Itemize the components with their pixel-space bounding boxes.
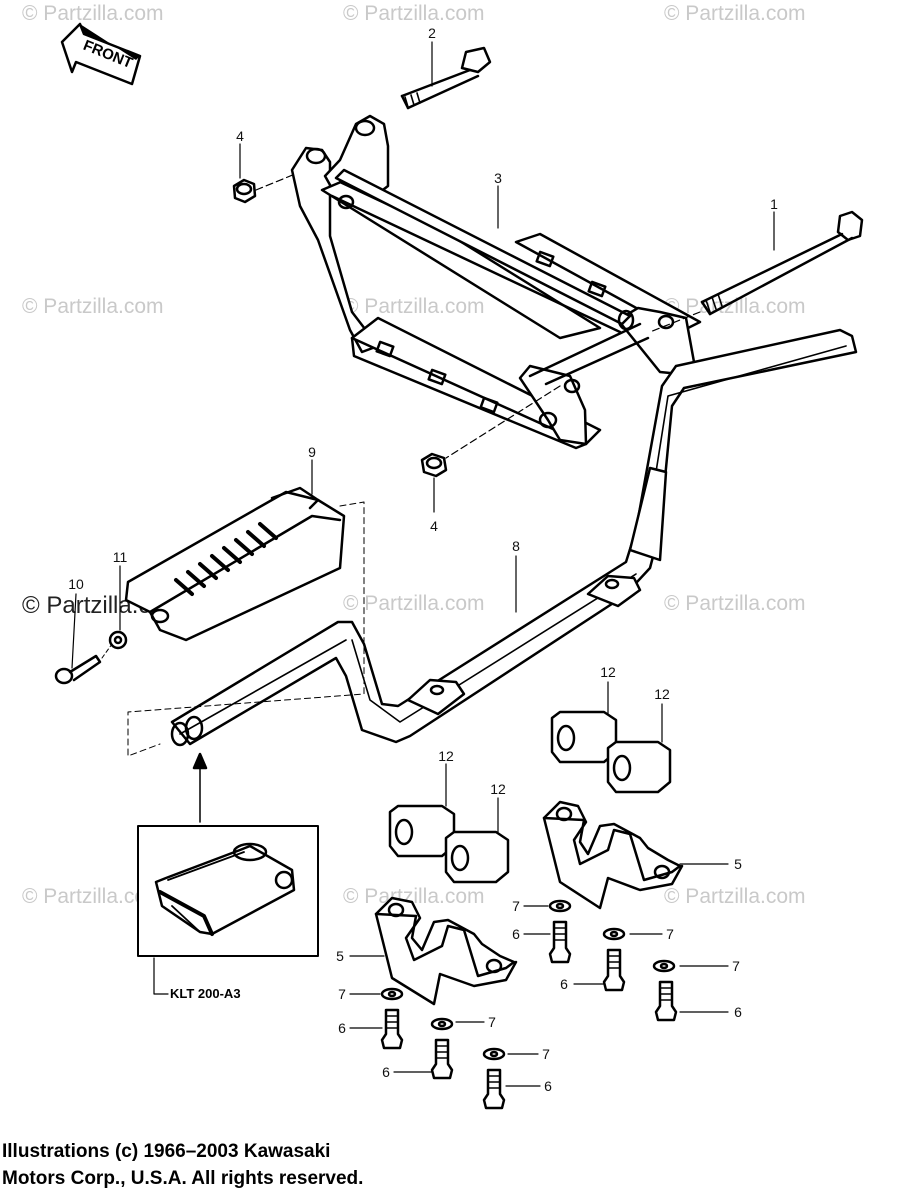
copyright-line-1: Illustrations (c) 1966–2003 Kawasaki bbox=[2, 1141, 331, 1162]
watermark: © Partzilla.com bbox=[343, 2, 485, 25]
bushing-12-icon bbox=[606, 740, 672, 794]
watermark: © Partzilla.com bbox=[343, 592, 485, 615]
lock-washer-7-icon bbox=[652, 959, 676, 973]
clamp-5-right bbox=[542, 800, 684, 910]
bolt-6-icon bbox=[380, 1008, 404, 1050]
nut-4-upper-icon bbox=[232, 178, 257, 204]
inset-model-label: KLT 200-A3 bbox=[170, 986, 241, 1001]
callout-12: 12 bbox=[600, 664, 616, 680]
footrest-rod-8 bbox=[170, 328, 858, 747]
callout-11: 11 bbox=[112, 549, 128, 565]
lock-washer-7-icon bbox=[430, 1017, 454, 1031]
lock-washer-7-icon bbox=[602, 927, 626, 941]
front-arrow-icon bbox=[60, 22, 142, 86]
watermark: © Partzilla.com bbox=[22, 295, 164, 318]
bushing-12-icon bbox=[444, 830, 510, 884]
frame-bracket-3 bbox=[290, 114, 702, 450]
callout-5: 5 bbox=[734, 856, 742, 872]
watermark: © Partzilla.com bbox=[343, 295, 485, 318]
callout-1: 1 bbox=[770, 196, 778, 212]
callout-12: 12 bbox=[490, 781, 506, 797]
bolt-6-icon bbox=[654, 980, 678, 1022]
clamp-5-left bbox=[374, 896, 518, 1006]
callout-7: 7 bbox=[666, 926, 674, 942]
bushing-12-icon bbox=[388, 804, 456, 858]
callout-7: 7 bbox=[732, 958, 740, 974]
callout-6: 6 bbox=[734, 1004, 742, 1020]
callout-4-upper: 4 bbox=[236, 128, 244, 144]
watermark: © Partzilla.com bbox=[343, 885, 485, 908]
callout-10: 10 bbox=[68, 576, 84, 592]
callout-7: 7 bbox=[338, 986, 346, 1002]
lock-washer-7-icon bbox=[380, 987, 404, 1001]
callout-8: 8 bbox=[512, 538, 520, 554]
watermark: © Partzilla.com bbox=[22, 2, 164, 25]
callout-5: 5 bbox=[336, 948, 344, 964]
inset-box bbox=[137, 825, 319, 957]
lock-washer-7-icon bbox=[548, 899, 572, 913]
callout-6: 6 bbox=[560, 976, 568, 992]
bolt-2-icon bbox=[400, 46, 492, 110]
callout-12: 12 bbox=[654, 686, 670, 702]
callout-9: 9 bbox=[308, 444, 316, 460]
bushing-12-icon bbox=[550, 710, 618, 764]
callout-6: 6 bbox=[512, 926, 520, 942]
watermark: © Partzilla.com bbox=[664, 2, 806, 25]
callout-2: 2 bbox=[428, 25, 436, 41]
bolt-6-icon bbox=[602, 948, 626, 992]
callout-6: 6 bbox=[544, 1078, 552, 1094]
callout-3: 3 bbox=[494, 170, 502, 186]
watermark: © Partzilla.com bbox=[664, 885, 806, 908]
callout-7: 7 bbox=[542, 1046, 550, 1062]
copyright-line-2: Motors Corp., U.S.A. All rights reserved… bbox=[2, 1168, 364, 1189]
bolt-6-icon bbox=[548, 920, 572, 964]
bolt-6-icon bbox=[430, 1038, 454, 1080]
callout-7: 7 bbox=[512, 898, 520, 914]
washer-11-icon bbox=[108, 630, 128, 650]
nut-4-lower-icon bbox=[420, 452, 448, 478]
lock-washer-7-icon bbox=[482, 1047, 506, 1061]
foot-peg-rubber-9 bbox=[124, 486, 346, 642]
screw-10-icon bbox=[54, 654, 102, 685]
callout-12: 12 bbox=[438, 748, 454, 764]
bolt-6-icon bbox=[482, 1068, 506, 1110]
callout-6: 6 bbox=[382, 1064, 390, 1080]
bolt-1-icon bbox=[700, 210, 864, 316]
watermark: © Partzilla.com bbox=[664, 592, 806, 615]
callout-4-lower: 4 bbox=[430, 518, 438, 534]
watermark: © Partzilla.com bbox=[22, 885, 164, 908]
callout-7: 7 bbox=[488, 1014, 496, 1030]
callout-6: 6 bbox=[338, 1020, 346, 1036]
